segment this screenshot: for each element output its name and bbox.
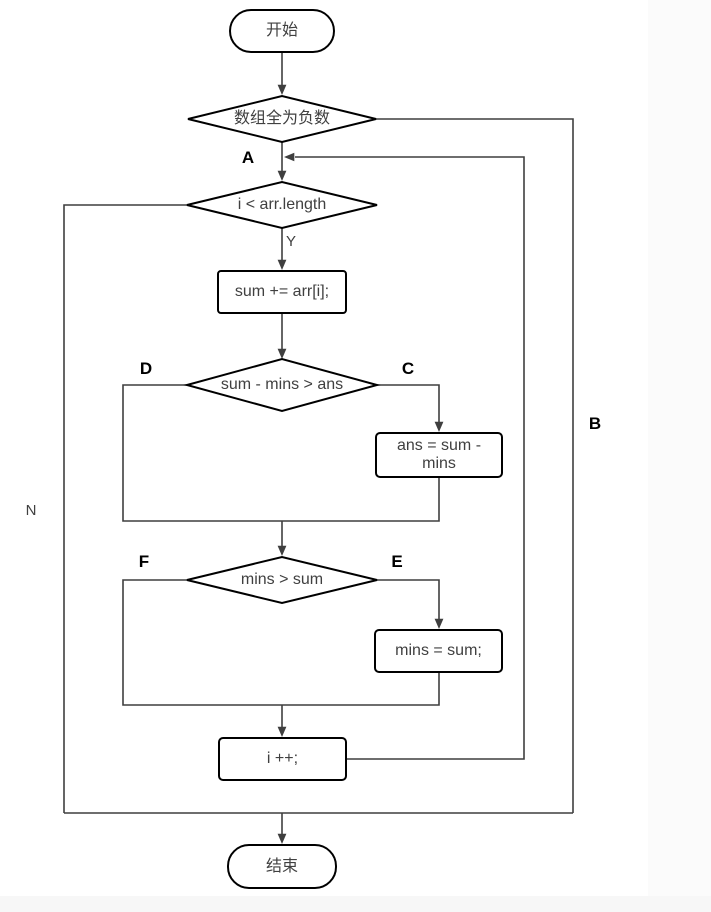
edge-update-ans-merge <box>282 477 440 522</box>
arrowhead-icon <box>277 348 287 359</box>
branch-label-c: C <box>401 359 415 378</box>
node-update-mins-rect <box>374 629 503 673</box>
increment-label: i ++; <box>266 750 299 768</box>
edge-f-branch <box>122 579 282 706</box>
cond-update-mins-label: mins > sum <box>240 571 324 589</box>
edge-label-no: N <box>25 502 37 519</box>
arrowhead-icon <box>277 726 287 737</box>
arrowhead-icon <box>277 170 287 181</box>
node-cond-update-mins-diamond <box>186 555 378 605</box>
end-label: 结束 <box>265 857 298 875</box>
edge-c-branch <box>377 384 440 422</box>
branch-label-e: E <box>391 552 403 571</box>
node-increment-rect <box>218 737 347 781</box>
arrowhead-icon <box>277 84 287 95</box>
node-cond-update-ans-diamond <box>183 357 381 413</box>
arrowhead-icon <box>434 421 444 432</box>
edge-b-loop <box>376 118 574 813</box>
branch-label-b: B <box>588 414 602 433</box>
right-margin-strip <box>648 0 711 912</box>
edge-e-branch <box>377 579 440 619</box>
edge-n-exit <box>63 204 187 813</box>
node-cond-loop-diamond <box>186 180 378 230</box>
node-cond-all-negative-diamond <box>187 94 377 144</box>
edge-d-branch <box>122 384 282 522</box>
arrowhead-icon <box>277 545 287 556</box>
cond-loop-label: i < arr.length <box>237 196 327 214</box>
accumulate-label: sum += arr[i]; <box>234 283 330 301</box>
arrowhead-icon <box>434 618 444 629</box>
update-ans-label: ans = sum - mins <box>396 437 482 472</box>
edge-label-yes: Y <box>285 233 296 250</box>
arrowhead-icon <box>277 833 287 844</box>
edge-increment-loopback <box>295 156 525 760</box>
cond-update-ans-label: sum - mins > ans <box>220 376 344 394</box>
node-update-ans-rect <box>375 432 503 478</box>
node-start-terminator <box>229 9 335 53</box>
node-end-terminator <box>227 844 337 889</box>
branch-label-a: A <box>241 148 255 167</box>
arrowhead-icon <box>277 259 287 270</box>
cond-all-negative-label: 数组全为负数 <box>233 110 330 128</box>
start-label: 开始 <box>265 22 298 40</box>
branch-label-d: D <box>139 359 153 378</box>
update-mins-label: mins = sum; <box>395 642 482 660</box>
branch-label-f: F <box>138 552 150 571</box>
node-accumulate-rect <box>217 270 347 314</box>
bottom-margin-strip <box>0 896 711 912</box>
edge-update-mins-merge <box>282 672 440 706</box>
arrowhead-icon <box>284 152 295 162</box>
